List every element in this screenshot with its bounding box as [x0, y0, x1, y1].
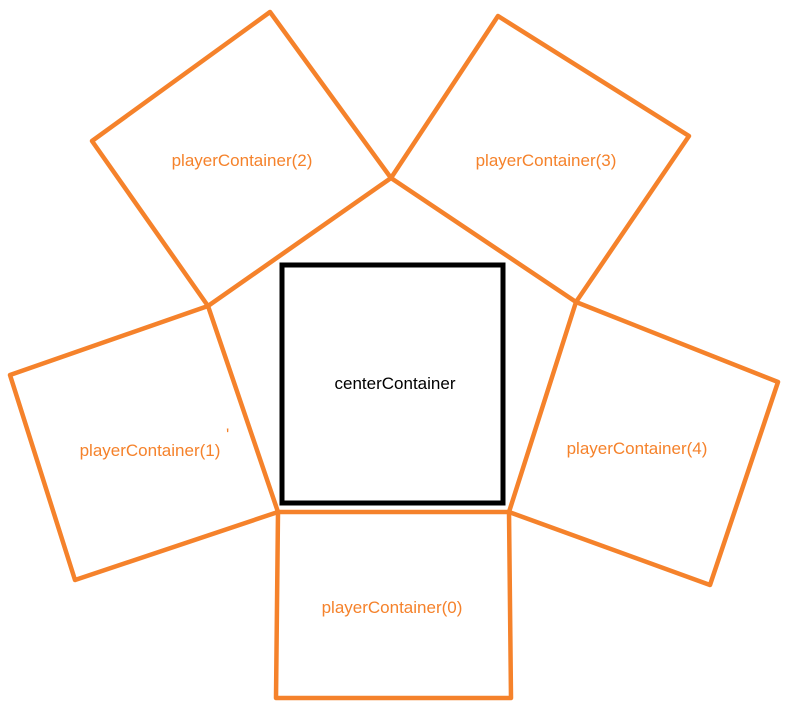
center-container-label: centerContainer	[335, 374, 456, 393]
stray-tick-mark: '	[226, 425, 229, 444]
player-container-0-label: playerContainer(0)	[322, 598, 463, 617]
player-container-1-box	[7, 303, 281, 583]
player-container-2-label: playerContainer(2)	[172, 151, 313, 170]
player-container-1-label: playerContainer(1)	[80, 441, 221, 460]
player-container-4-label: playerContainer(4)	[567, 439, 708, 458]
center-container-box	[279, 262, 506, 506]
player-container-3-label: playerContainer(3)	[476, 151, 617, 170]
player-container-3-box	[388, 13, 692, 305]
player-container-4-box	[506, 299, 781, 588]
player-container-0-box	[273, 509, 514, 701]
